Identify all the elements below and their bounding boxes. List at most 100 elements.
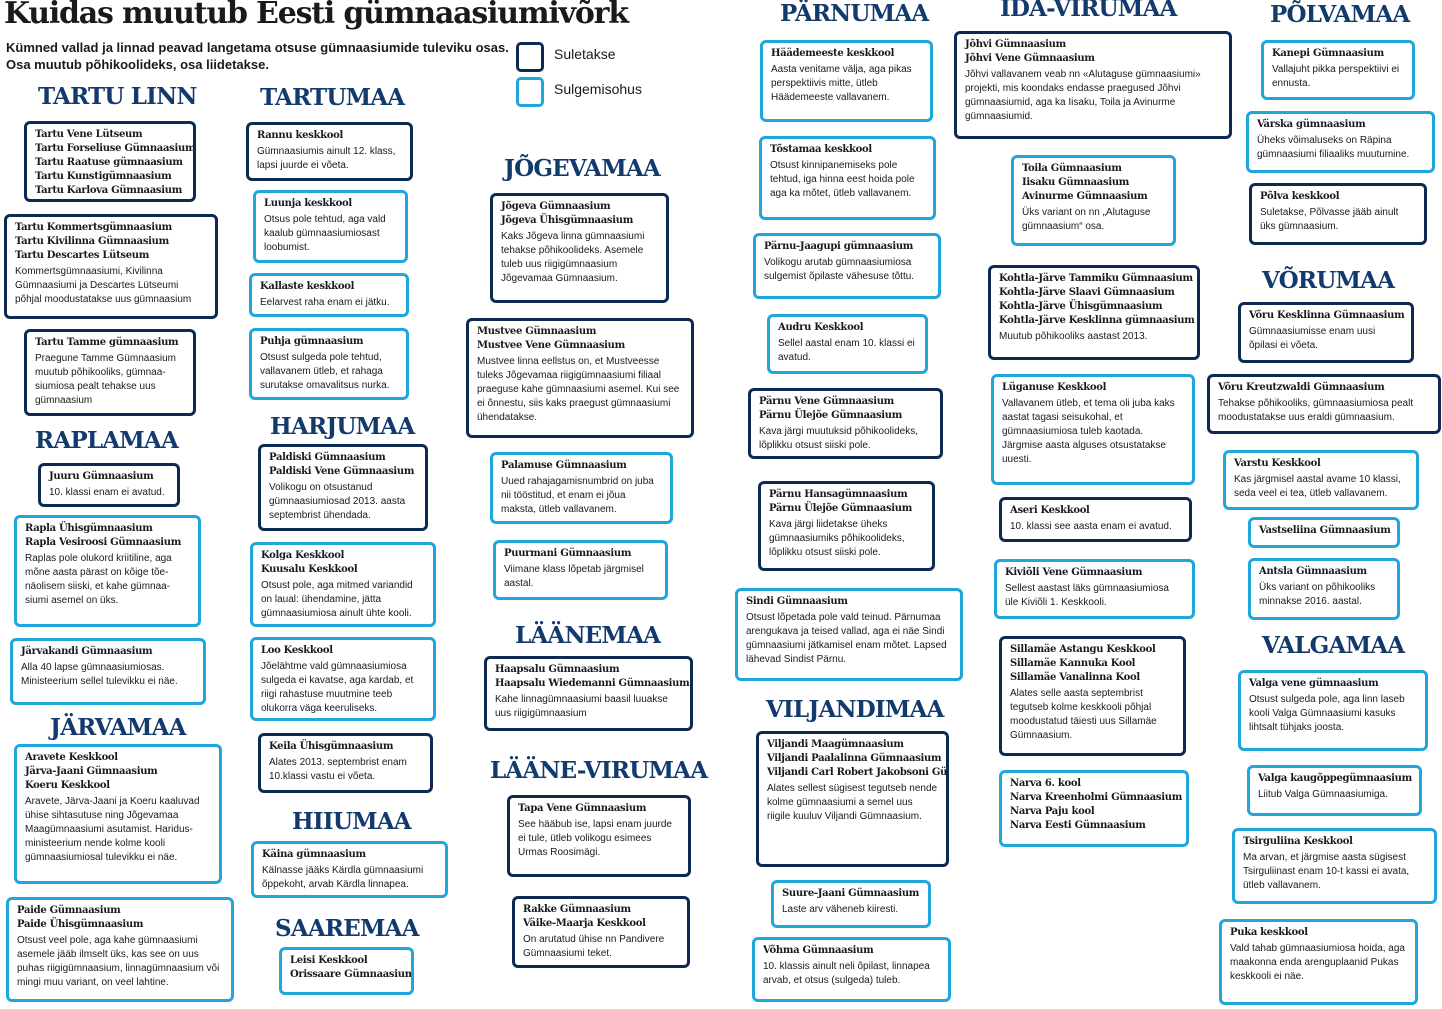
- school-name: Mustvee Vene Gümnaasium: [477, 340, 625, 351]
- region-heading-jarvamaa: JÄRVAMAA: [50, 714, 186, 741]
- school-note: Kaks Jõgeva linna gümnaasiumi tehakse põ…: [501, 231, 645, 284]
- school-note: Otsust kinnipanemiseks pole tehtud, iga …: [770, 160, 915, 199]
- school-note: Üheks võimaluseks on Räpina gümnaasiumi …: [1257, 135, 1410, 160]
- school-note: Vallavanem ütleb, et tema oli juba kaks …: [1002, 398, 1175, 465]
- school-name: Mustvee Gümnaasium: [477, 326, 597, 337]
- school-name: Värska gümnaasium: [1257, 119, 1366, 130]
- school-name: Haapsalu Wiedemanni Gümnaasium: [495, 678, 690, 689]
- school-name: Tartu Kommertsgümnaasium: [15, 222, 172, 233]
- school-note: Volikogu on otsustanud gümnaasiumiosad 2…: [269, 482, 406, 521]
- school-name: Järva-Jaani Gümnaasium: [25, 766, 158, 777]
- school-name: Narva Paju kool: [1010, 806, 1095, 817]
- school-name: Luunja keskkool: [264, 198, 352, 209]
- school-note: Laste arv väheneb kiiresti.: [782, 904, 899, 915]
- region-heading-laane-virumaa: LÄÄNE-VIRUMAA: [490, 757, 708, 784]
- school-name: Viljandi Carl Robert Jakobsoni Gümnaasiu…: [767, 767, 948, 778]
- school-note: Kälnasse jääks Kärdla gümnaasiumi õppeko…: [262, 865, 424, 890]
- school-note: Otsust sulgeda pole tehtud, vallavanem ü…: [260, 352, 390, 391]
- school-note: Jõhvi vallavanem veab nn «Alutaguse gümn…: [965, 69, 1201, 122]
- school-name: Toila Gümnaasium: [1022, 163, 1122, 174]
- school-note: Tehakse põhikooliks, gümnaasiumiosa peal…: [1218, 398, 1414, 423]
- school-name: Haapsalu Gümnaasium: [495, 664, 620, 675]
- school-name: Tartu Karlova Gümnaasium: [35, 185, 182, 196]
- school-name: Pärnu Ülejõe Gümnaasium: [769, 503, 913, 514]
- school-name: Palamuse Gümnaasium: [501, 460, 627, 471]
- school-name: Tartu Raatuse gümnaasium: [35, 157, 183, 168]
- school-name: Häädemeeste keskkool: [771, 48, 895, 59]
- school-name: Pärnu Vene Gümnaasium: [759, 396, 894, 407]
- school-name: Narva 6. kool: [1010, 778, 1081, 789]
- school-name: Kanepi Gümnaasium: [1272, 48, 1384, 59]
- school-name: Tartu Vene Lütseum: [35, 129, 143, 140]
- school-name: Kiviõli Vene Gümnaasium: [1005, 567, 1143, 578]
- school-name: Narva Eesti Gümnaasium: [1010, 820, 1146, 831]
- school-name: Pärnu Hansagümnaasium: [769, 489, 908, 500]
- school-note: Kas järgmisel aastal avame 10 klassi, se…: [1234, 474, 1401, 499]
- school-name: Sillamäe Vanalinna Kool: [1010, 672, 1140, 683]
- school-note: Kava järgi liidetakse üheks gümnaasiumik…: [769, 519, 905, 558]
- school-name: Koeru Keskkool: [25, 780, 110, 791]
- school-card-vr4: Vastseliina Gümnaasium: [1248, 517, 1400, 548]
- school-note: Üks variant on nn „Alutaguse gümnaasium“…: [1022, 207, 1151, 232]
- school-note: Uued rahajagamisnumbrid on juba nii töös…: [501, 476, 654, 515]
- legend-swatch-risk: [516, 77, 544, 107]
- school-note: Otsust veel pole, aga kahe gümnaasiumi a…: [17, 935, 220, 988]
- school-name: Paide Ühisgümnaasium: [17, 919, 144, 930]
- school-name: Suure-Jaani Gümnaasium: [782, 888, 920, 899]
- region-heading-saaremaa: SAAREMAA: [275, 915, 420, 942]
- school-note: Aasta venitame välja, aga pikas perspekt…: [771, 64, 912, 103]
- school-name: Tartu Kunstigümnaasium: [35, 171, 172, 182]
- legend-label-risk: Sulgemisohus: [554, 81, 642, 97]
- school-name: Avinurme Gümnaasium: [1022, 191, 1148, 202]
- region-heading-vorumaa: VÕRUMAA: [1262, 267, 1395, 294]
- school-name: Kohtla-Järve Kesklinna gümnaasium: [999, 315, 1195, 326]
- school-name: Tapa Vene Gümnaasium: [518, 803, 647, 814]
- school-name: Sillamäe Astangu Keskkool: [1010, 644, 1156, 655]
- school-name: Paldiski Gümnaasium: [269, 452, 386, 463]
- school-name: Tartu Kivilinna Gümnaasium: [15, 236, 169, 247]
- school-name: Väike-Maarja Keskkool: [523, 918, 646, 929]
- school-name: Võru Kreutzwaldi Gümnaasium: [1218, 382, 1385, 393]
- school-name: Sillamäe Kannuka Kool: [1010, 658, 1136, 669]
- school-name: Jõgeva Gümnaasium: [501, 201, 611, 212]
- school-note: Üks variant on põhikooliks minnakse 2016…: [1259, 582, 1376, 607]
- school-name: Kuusalu Keskkool: [261, 564, 358, 575]
- school-name: Leisi Keskkool: [290, 955, 368, 966]
- school-note: Kahe linnagümnaasiumi baasil luuakse uus…: [495, 694, 668, 719]
- school-name: Jõgeva Ühisgümnaasium: [501, 215, 634, 226]
- region-heading-valgamaa: VALGAMAA: [1262, 632, 1405, 659]
- school-name: Iisaku Gümnaasium: [1022, 177, 1130, 188]
- region-heading-laanemaa: LÄÄNEMAA: [515, 622, 661, 649]
- page-subtitle: Kümned vallad ja linnad peavad langetama…: [6, 40, 509, 72]
- page-title: Kuidas muutub Eesti gümnaasiumivõrk: [4, 0, 629, 31]
- school-note: Praegune Tamme Gümnaasium muutub põhikoo…: [35, 353, 176, 406]
- school-name: Kallaste keskkool: [260, 281, 355, 292]
- school-note: Mustvee linna eellstus on, et Mustveesse…: [477, 356, 680, 423]
- school-name: Võru Kesklinna Gümnaasium: [1249, 310, 1405, 321]
- school-note: Otsus pole tehtud, aga vald kaalub gümna…: [264, 214, 386, 253]
- school-name: Kohtla-Järve Tammiku Gümnaasium: [999, 273, 1193, 284]
- school-name: Kohtla-Järve Slaavi Gümnaasium: [999, 287, 1175, 298]
- school-name: Kohtla-Järve Ühisgümnaasium: [999, 301, 1163, 312]
